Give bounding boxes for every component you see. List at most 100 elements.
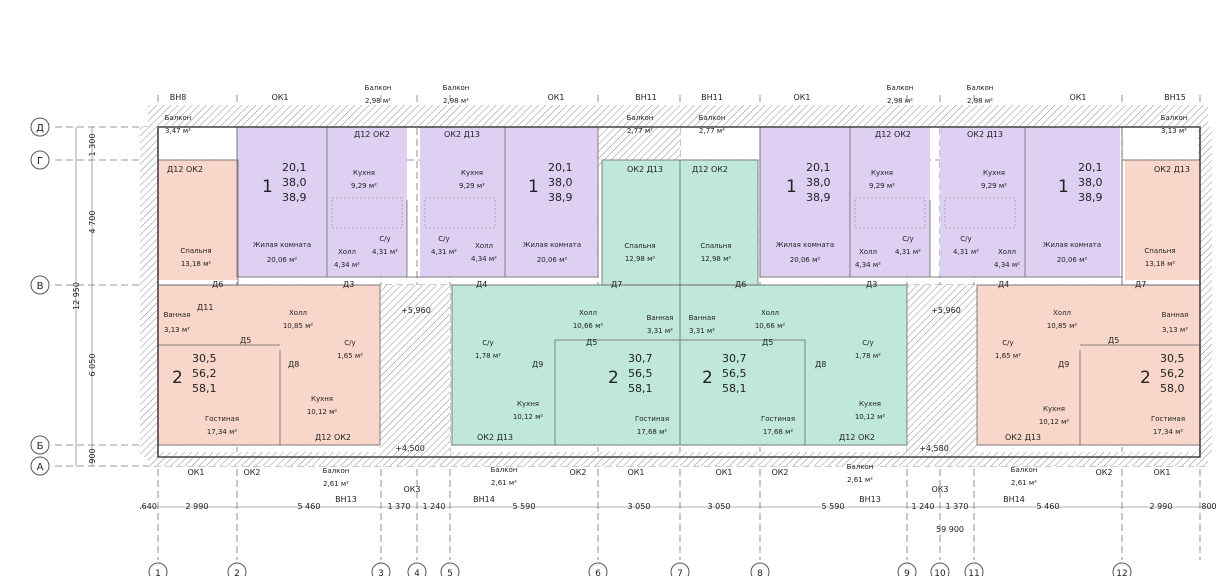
top-label-2b: 2,98 м² [365,97,391,105]
top-label-6: ВН11 [701,93,723,102]
apt2-0-c: 58,1 [192,382,217,395]
balcony-3-area: 3,13 м² [1161,127,1187,135]
apt2-1-number: 2 [608,368,619,388]
letter-axis-markers: Д Г В Б А [30,117,50,476]
room-bath-0-area: 3,13 м² [164,326,190,334]
axis-label-g: Г [37,156,43,167]
top-label-0: ВН8 [170,93,187,102]
mark-d7-1: Д7 [1135,280,1146,289]
apartment-1-labels: 1 20,1 38,0 38,9 1 20,1 38,0 38,9 1 20,1… [262,161,1103,204]
apt2-3-number: 2 [1140,368,1151,388]
room-hall-2-area: 4,34 м² [855,261,881,269]
balcony-3-label: Балкон [1161,114,1188,122]
mark-d5-2: Д5 [762,338,773,347]
mark-ok1-b2: ОК1 [715,468,732,477]
apt1-living-right [760,127,850,277]
axis-num-10: 10 [934,569,946,576]
top-label-1: ОК1 [271,93,288,102]
top-label-3b: 2,98 м² [443,97,469,105]
apt1-2-c: 38,9 [806,191,831,204]
level-mark-3: +4,580 [919,444,949,453]
apt1-2-number: 1 [786,177,797,197]
room-hall-6-area: 10,66 м² [755,322,786,330]
apt2-2-number: 2 [702,368,713,388]
room-living-0: Жилая комната [253,241,311,249]
mark-d4-0: Д4 [476,280,487,289]
room-living-3-area: 20,06 м² [1057,256,1088,264]
dim-4700: 4 700 [88,211,97,234]
left-dimensions: 1 300 4 700 12 950 6 050 900 [72,127,97,466]
axis-num-4: 4 [414,569,420,576]
room-kitchen-6-area: 10,12 м² [855,413,886,421]
room-wc-6: С/у [862,339,873,347]
room-bath-1: Ванная [647,314,674,322]
dim-b13: 800 [1201,502,1216,511]
room-hall-0-area: 4,34 м² [334,261,360,269]
balcony-b1-area: 2,61 м² [491,479,517,487]
dim-6050: 6 050 [88,354,97,377]
dim-b0: .640 [139,502,157,511]
axis-num-12: 12 [1116,569,1127,576]
mark-d9-1: Д9 [1058,360,1069,369]
apt1-3-b: 38,0 [1078,176,1103,189]
room-hall-1-area: 4,34 м² [471,255,497,263]
top-label-7: ОК1 [793,93,810,102]
mark-ok1-b0: ОК1 [187,468,204,477]
room-kitchen-7-area: 10,12 м² [1039,418,1070,426]
top-label-4: ОК1 [547,93,564,102]
room-living2-0: Гостиная [205,415,239,423]
room-kitchen-3: Кухня [983,169,1005,177]
apt1-3-number: 1 [1058,177,1069,197]
mark-d5-0: Д5 [240,336,251,345]
room-living2-2-area: 17,68 м² [763,428,794,436]
balcony-2-area: 2,77 м² [699,127,725,135]
apt1-3-a: 20,1 [1078,161,1103,174]
balcony-b0-label: Балкон [323,467,350,475]
room-living2-1: Гостиная [635,415,669,423]
room-bath-3-area: 3,13 м² [1162,326,1188,334]
opening-marks: Д12 ОК2 ОК2 Д13 Д12 ОК2 ОК2 Д13 Д12 ОК2 … [167,130,1190,504]
room-hall-1: Холл [475,242,493,250]
mark-d3-1: Д3 [866,280,877,289]
room-wc-3-area: 4,31 м² [953,248,979,256]
mark-d12ok2-2: Д12 ОК2 [354,130,390,139]
room-kitchen-6: Кухня [859,400,881,408]
mark-d6-1: Д6 [735,280,746,289]
mark-ok2-b3: ОК2 [1095,468,1112,477]
axis-num-1: 1 [155,569,161,576]
outer-wall [157,126,1201,458]
room-hall-3-area: 4,34 м² [994,261,1020,269]
room-living2-3: Гостиная [1151,415,1185,423]
room-living2-2: Гостиная [761,415,795,423]
mark-vn13-1: ВН13 [859,495,881,504]
axis-num-9: 9 [904,569,910,576]
dim-12950: 12 950 [72,282,81,310]
balcony-2-label: Балкон [699,114,726,122]
room-kitchen-3-area: 9,29 м² [981,182,1007,190]
dim-b8: 5 590 [822,502,845,511]
room-wc-2: С/у [902,235,913,243]
mark-ok2-b0: ОК2 [243,468,260,477]
room-hall-7: Холл [1053,309,1071,317]
room-hall-4-area: 10,85 м² [283,322,314,330]
room-wc-3: С/у [960,235,971,243]
room-kitchen-4: Кухня [311,395,333,403]
mark-ok2d13-2: ОК2 Д13 [444,130,480,139]
top-label-2a: Балкон [365,84,392,92]
room-wc-1: С/у [438,235,449,243]
top-label-8a: Балкон [887,84,914,92]
axis-num-6: 6 [595,569,601,576]
mark-vn14-1: ВН14 [1003,495,1025,504]
mark-d12ok2-1: Д12 ОК2 [692,165,728,174]
dim-b12: 2 990 [1150,502,1173,511]
room-kitchen-1-area: 9,29 м² [459,182,485,190]
dim-900: 900 [88,448,97,463]
dim-b9: 1 240 [912,502,935,511]
apt2-1-a: 30,7 [628,352,653,365]
apt2-1-b: 56,5 [628,367,653,380]
room-bath-0: Ванная [164,311,191,319]
mark-d6-0: Д6 [212,280,223,289]
apt1-kitchen-left2 [420,127,505,277]
mark-ok2d13-3: ОК2 Д13 [967,130,1003,139]
